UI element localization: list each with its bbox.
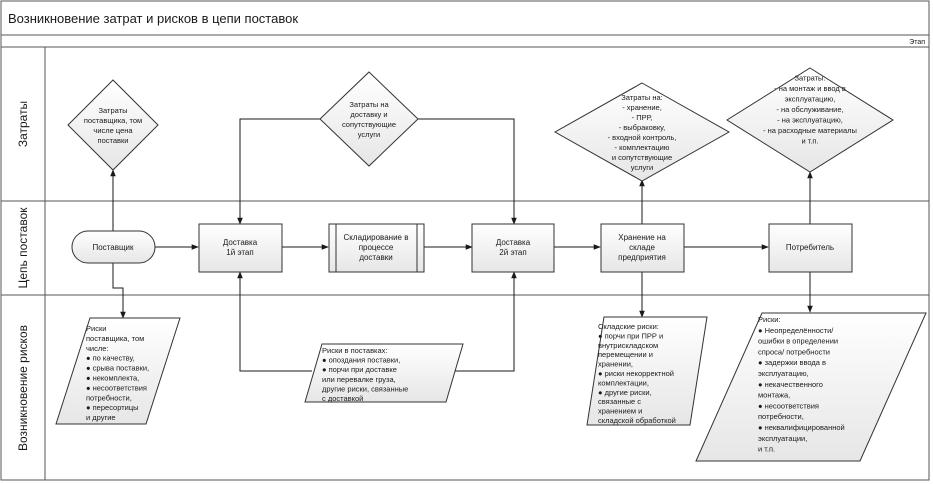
risk-box-consumer [695, 312, 927, 462]
node-supplier [71, 230, 156, 264]
risk-text-consumer: Риски:● Неопределённости/ошибки в опреде… [758, 315, 845, 454]
arrow-supplier-to-risk [112, 263, 126, 319]
node-warehouse [600, 223, 685, 273]
arrow-deliverycost-to-delivery1 [237, 118, 320, 225]
diagram-title: Возникновение затрат и рисков в цепи пос… [8, 11, 298, 26]
phase-label: Этап [909, 39, 925, 46]
risk-box-delivery [304, 343, 464, 403]
lane-label-chain: Цепь поставок [16, 207, 30, 289]
arrow-deliveryrisk-to-delivery1 [237, 271, 312, 372]
cost-diamond-warehouse [553, 82, 731, 182]
node-consumer-text: Потребитель [786, 243, 834, 252]
lane-label-costs: Затраты [16, 101, 30, 147]
arrow-deliveryrisk-to-delivery2 [446, 271, 517, 372]
risk-text-delivery: Риски в поставках:● опоздания поставки,●… [322, 346, 408, 403]
lane-label-risks: Возникновение рисков [16, 325, 30, 451]
risk-box-warehouse [586, 316, 708, 426]
risk-box-supplier [55, 317, 181, 425]
node-delivery2 [471, 223, 555, 273]
node-storage-transit [328, 223, 425, 273]
node-supplier-text: Поставщик [92, 243, 134, 252]
cost-diamond-consumer [726, 67, 894, 173]
arrow-deliverycost-to-delivery2 [418, 118, 517, 225]
cost-text-warehouse: Затраты на:- хранение,- ПРР,- выбраковку… [608, 93, 677, 172]
node-consumer [768, 223, 853, 273]
node-delivery1 [198, 223, 283, 273]
cost-diamond-delivery [319, 71, 419, 167]
cost-diamond-supplier [67, 79, 159, 171]
